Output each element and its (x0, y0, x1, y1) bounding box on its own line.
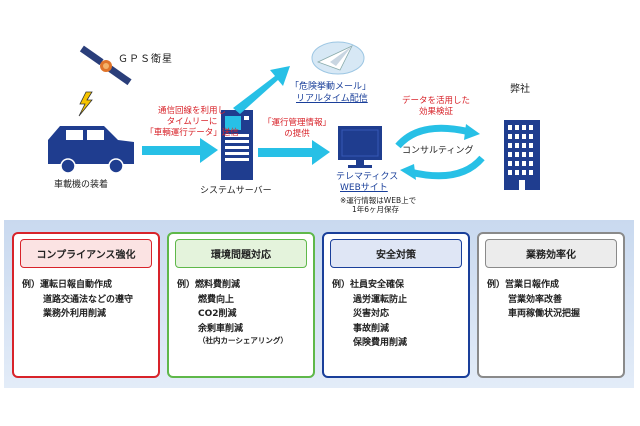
mail-icon (311, 41, 365, 75)
card-title: 安全対策 (330, 239, 462, 268)
arrow3-label-line: の提供 (284, 129, 310, 139)
mail-label-line2: リアルタイム配信 (296, 94, 368, 104)
diagram-graphics (48, 41, 540, 190)
website-label-line2: WEBサイト (340, 183, 388, 193)
car-icon (48, 126, 134, 174)
arrow1-label-line: 通信回線を利用し (157, 106, 226, 116)
consulting-top-label: データを活用した 効果検証 (396, 96, 476, 118)
note-line2: 1年6ヶ月保存 (352, 205, 400, 214)
card-efficiency: 業務効率化 例）営業日報作成営業効率改善車両稼働状況把握 (477, 232, 625, 378)
card-title: コンプライアンス強化 (20, 239, 152, 268)
card-item: 例）営業日報作成 (487, 280, 560, 290)
card-items: 例）運転日報自動作成道路交通法などの遵守業務外利用削減 (22, 278, 154, 322)
card-items: 例）社員安全確保過労運転防止災害対応事故削減保険費用削減 (332, 278, 464, 351)
arrow-server-to-website (258, 140, 330, 165)
note-line1: ※運行情報はWEB上で (340, 196, 417, 205)
card-item: 例）運転日報自動作成 (22, 280, 113, 290)
card-safety: 安全対策 例）社員安全確保過労運転防止災害対応事故削減保険費用削減 (322, 232, 470, 378)
card-item: 過労運転防止 (353, 294, 408, 305)
card-item: 燃費向上 (198, 294, 235, 305)
arrow3-label-line: 「運行管理情報」 (262, 118, 331, 128)
consulting-top-label-line: データを活用した (401, 96, 470, 106)
card-environment: 環境問題対応 例）燃料費削減燃費向上 CO2削減余剰車削減 （社内カーシェアリング） (167, 232, 315, 378)
vehicle-label: 車載機の装着 (54, 180, 109, 190)
card-item: 保険費用削減 (353, 338, 408, 348)
card-items: 例）営業日報作成営業効率改善車両稼働状況把握 (487, 278, 619, 322)
card-item: （社内カーシェアリング） (198, 336, 288, 345)
benefits-panel: コンプライアンス強化 例）運転日報自動作成道路交通法などの遵守業務外利用削減 環… (4, 220, 634, 388)
consulting-top-label-line: 効果検証 (418, 107, 453, 117)
card-item: 例）燃料費削減 (177, 280, 241, 290)
mail-label-line1: 「危険挙動メール」 (290, 82, 372, 92)
cycle-arrows-icon (395, 124, 485, 180)
arrow-server-to-mail (233, 66, 290, 114)
card-item: 事故削減 (353, 323, 390, 334)
card-title: 環境問題対応 (175, 239, 307, 268)
card-item: 余剰車削減 (198, 323, 244, 334)
arrow3-label: 「運行管理情報」 の提供 (262, 118, 332, 140)
website-label-line1: テレマティクス (336, 172, 399, 182)
satellite-icon (79, 45, 132, 86)
card-items: 例）燃料費削減燃費向上 CO2削減余剰車削減 （社内カーシェアリング） (177, 278, 309, 346)
satellite-label: ＧＰＳ衛星 (118, 54, 173, 65)
card-item: 車両稼働状況把握 (508, 309, 581, 319)
building-icon (504, 120, 540, 190)
signal-bolt-icon (78, 91, 93, 117)
company-label: 弊社 (510, 84, 530, 95)
card-compliance: コンプライアンス強化 例）運転日報自動作成道路交通法などの遵守業務外利用削減 (12, 232, 160, 378)
card-item: 業務外利用削減 (43, 309, 107, 319)
server-label: システムサーバー (200, 186, 272, 196)
card-item: 例）社員安全確保 (332, 280, 405, 290)
arrow1-label: 通信回線を利用し タイムリーに 「車輌運行データ」送信 (142, 106, 242, 139)
card-title: 業務効率化 (485, 239, 617, 268)
card-item: 道路交通法などの遵守 (43, 294, 134, 305)
card-item: 営業効率改善 (508, 294, 563, 305)
monitor-icon (338, 126, 382, 168)
card-item: CO2削減 (198, 309, 237, 319)
card-item: 災害対応 (353, 309, 390, 319)
server-icon (221, 110, 253, 180)
arrow1-label-line: タイムリーに (166, 117, 218, 127)
arrow-car-to-server (142, 138, 218, 163)
consulting-label: コンサルティング (402, 146, 474, 156)
arrow1-label-line: 「車輌運行データ」送信 (145, 128, 239, 138)
